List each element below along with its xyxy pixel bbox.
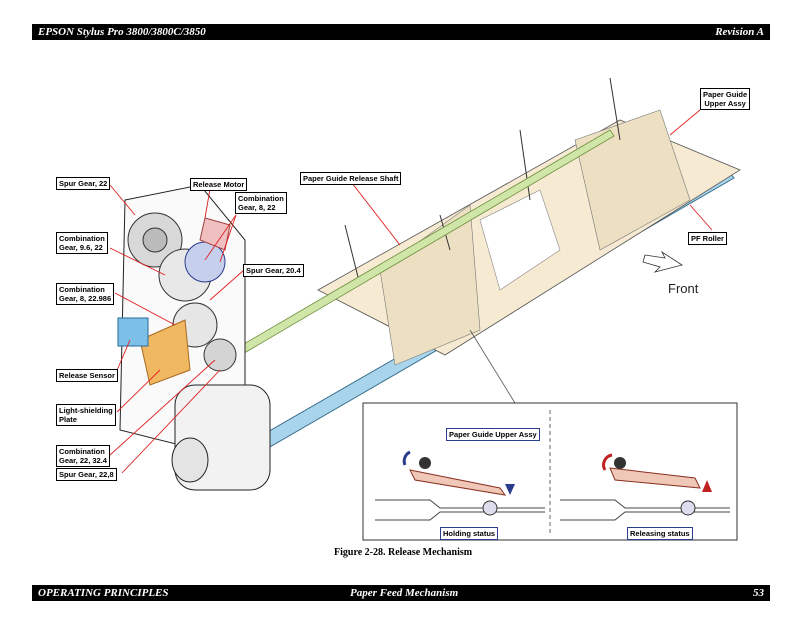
inset-label-releasing-status: Releasing status [627, 527, 693, 540]
label-paper-guide-upper-assy: Paper Guide Upper Assy [700, 88, 751, 110]
label-spur-gear-22: Spur Gear, 22 [56, 177, 111, 190]
label-light-shielding-plate: Light-shielding Plate [56, 404, 116, 426]
page-number: 53 [753, 587, 764, 599]
footer-bar: OPERATING PRINCIPLES Paper Feed Mechanis… [32, 585, 770, 601]
label-combination-gear-8-22-986: Combination Gear, 8, 22.986 [56, 283, 115, 305]
section-name: OPERATING PRINCIPLES [38, 587, 169, 599]
figure-caption: Figure 2-28. Release Mechanism [334, 547, 473, 558]
label-combination-gear-9-6-22: Combination Gear, 9.6, 22 [56, 232, 108, 254]
label-spur-gear-22-8: Spur Gear, 22,8 [56, 468, 117, 481]
label-release-motor: Release Motor [190, 178, 248, 191]
topic-name: Paper Feed Mechanism [350, 587, 459, 599]
label-line: Paper Guide [703, 90, 748, 99]
label-pf-roller: PF Roller [688, 232, 727, 245]
label-release-sensor: Release Sensor [56, 369, 118, 382]
label-paper-guide-release-shaft: Paper Guide Release Shaft [300, 172, 402, 185]
label-combination-gear-22-32-4: Combination Gear, 22, 32.4 [56, 445, 110, 467]
label-line: Plate [59, 415, 77, 424]
gear-housing [117, 184, 246, 451]
label-combination-gear-8-22: Combination Gear, 8, 22 [235, 192, 287, 214]
label-line: Gear, 8, 22.986 [59, 294, 112, 303]
label-line: Combination [59, 447, 105, 456]
label-spur-gear-20-4: Spur Gear, 20.4 [243, 264, 304, 277]
label-front: Front [668, 281, 699, 296]
inset-label-holding-status: Holding status [440, 527, 499, 540]
label-line: Light-shielding [59, 406, 113, 415]
label-line: Upper Assy [704, 99, 746, 108]
label-line: Gear, 22, 32.4 [59, 456, 107, 465]
inset-releasing-diagram [560, 453, 730, 521]
label-line: Gear, 8, 22 [238, 203, 276, 212]
label-line: Gear, 9.6, 22 [59, 243, 103, 252]
revision-label: Revision A [715, 26, 764, 38]
label-line: Combination [59, 234, 105, 243]
release-motor [171, 384, 271, 491]
document-title: EPSON Stylus Pro 3800/3800C/3850 [38, 26, 206, 38]
front-arrow-icon [642, 250, 683, 273]
leader-lines [109, 109, 713, 474]
paper-guide-upper-assy [317, 77, 741, 366]
label-line: Combination [59, 285, 105, 294]
header-bar: EPSON Stylus Pro 3800/3800C/3850 Revisio… [32, 24, 770, 40]
inset-holding-diagram [375, 450, 545, 521]
inset-label-paper-guide-upper-assy: Paper Guide Upper Assy [446, 428, 540, 441]
label-line: Combination [238, 194, 284, 203]
